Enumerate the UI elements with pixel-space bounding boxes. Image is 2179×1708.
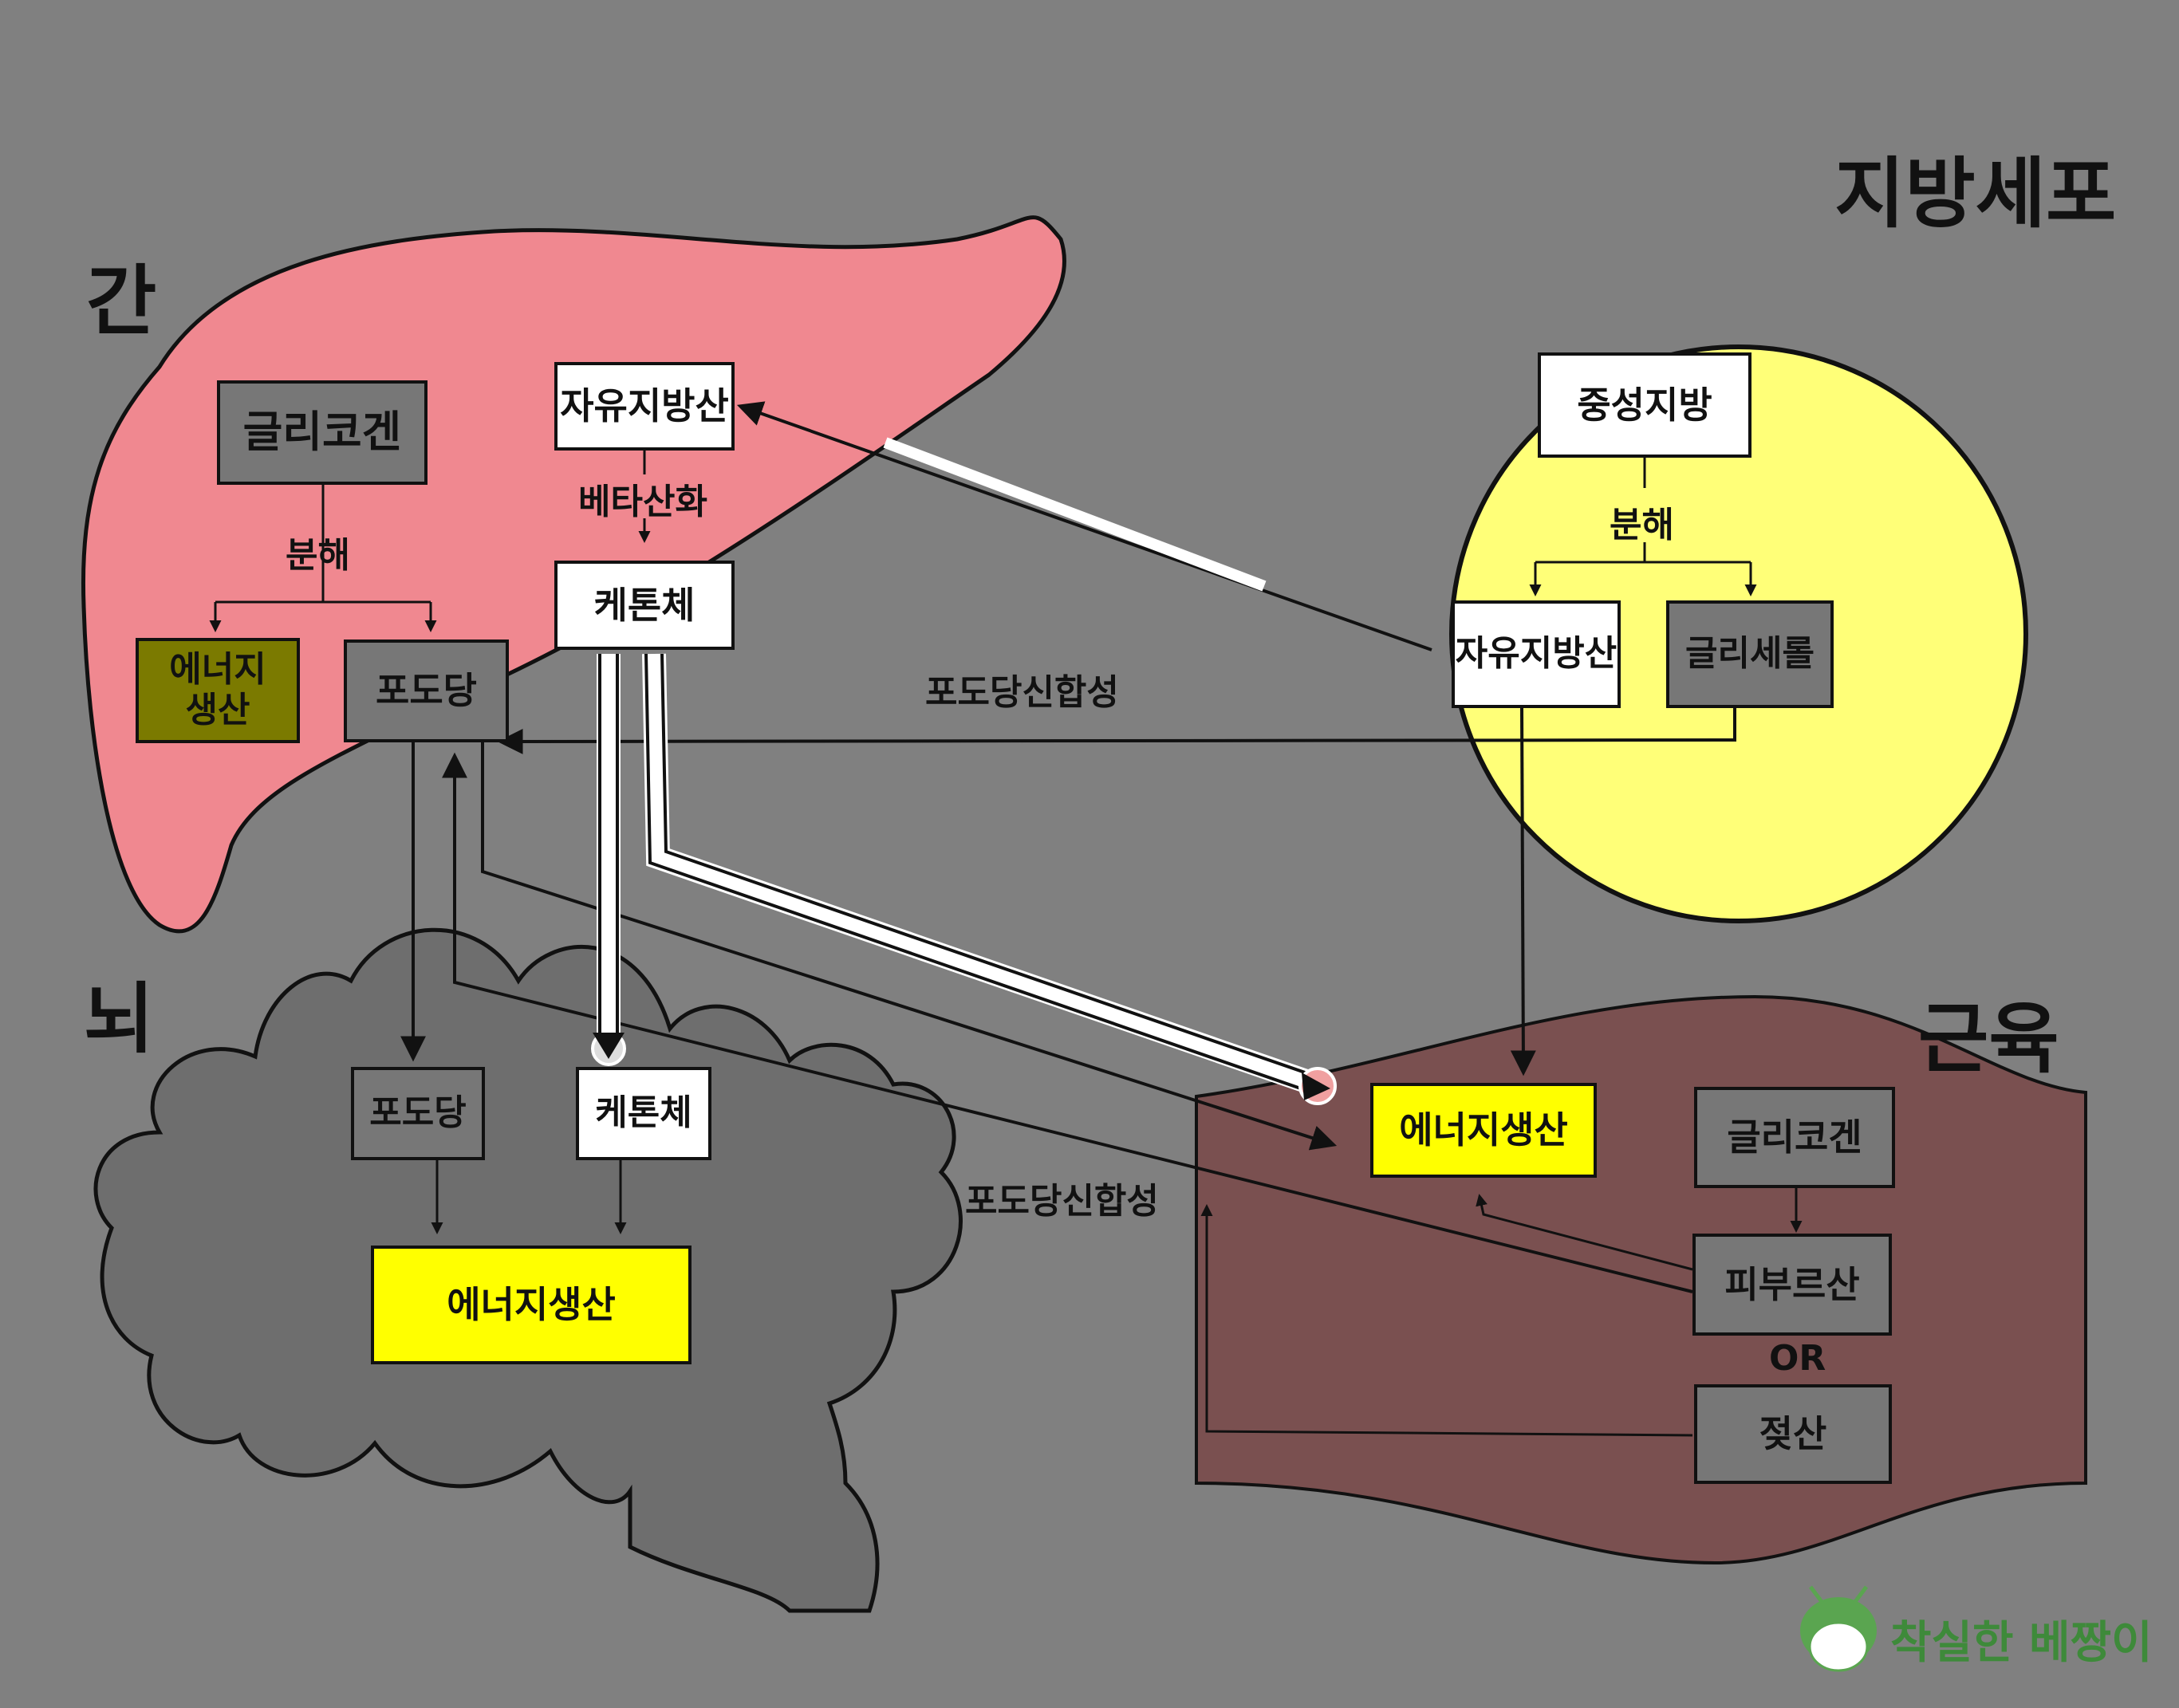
liver-ketone-box: 케톤체	[554, 561, 735, 650]
gluconeogenesis-label-bottom: 포도당신합성	[965, 1181, 1159, 1222]
arrow-ketone-to-muscle	[642, 653, 1337, 1105]
brain-connectors	[431, 1160, 627, 1234]
fat-connectors	[1529, 458, 1757, 596]
fat-triglyceride-box: 중성지방	[1538, 352, 1751, 458]
highlight-band-fat-liver	[883, 437, 1267, 592]
liver-breakdown-label: 분해	[286, 535, 350, 576]
logo-text: 착실한 베짱이	[1890, 1617, 2153, 1669]
region-title-liver: 간	[86, 257, 157, 346]
brain-glucose-box: 포도당	[351, 1067, 485, 1160]
muscle-lactate-box: 젖산	[1694, 1384, 1892, 1484]
region-title-fat-cell: 지방세포	[1834, 149, 2117, 238]
muscle-pyruvate-box: 피부르산	[1692, 1234, 1892, 1336]
region-title-muscle: 근육	[1918, 994, 2059, 1084]
liver-glucose-box: 포도당	[344, 640, 509, 742]
muscle-energy-box: 에너지생산	[1370, 1083, 1597, 1178]
arrow-ketone-to-brain	[591, 654, 626, 1066]
fat-glycerol-box: 글리세롤	[1666, 600, 1834, 708]
arrow-pyruvate-to-liver-glucose	[442, 752, 1693, 1293]
liver-connectors	[209, 451, 651, 632]
or-label: OR	[1769, 1338, 1826, 1379]
liver-energy-box: 에너지 생산	[136, 638, 300, 743]
arrow-ffa-to-liver	[736, 401, 1432, 651]
muscle-connectors	[1200, 1188, 1803, 1437]
region-title-brain: 뇌	[84, 974, 155, 1064]
liver-glycogen-box: 글리코겐	[217, 380, 428, 485]
arrow-liver-glucose-to-muscle	[481, 742, 1338, 1151]
arrow-ffa-to-muscle-energy	[1510, 707, 1536, 1076]
brain-ketone-box: 케톤체	[576, 1067, 711, 1160]
muscle-glycogen-box: 글리코겐	[1694, 1087, 1895, 1188]
liver-energy-text: 에너지 생산	[169, 649, 266, 730]
arrow-glycerol-to-glucose	[497, 700, 1736, 754]
fat-breakdown-label: 분해	[1610, 505, 1674, 545]
brain-energy-box: 에너지생산	[371, 1246, 692, 1364]
logo-mascot-icon	[1800, 1585, 1877, 1672]
beta-oxidation-label: 베타산화	[578, 482, 707, 522]
fat-ffa-box: 자유지방산	[1452, 600, 1621, 708]
liver-ffa-box: 자유지방산	[554, 362, 735, 451]
gluconeogenesis-label-top: 포도당신합성	[925, 672, 1119, 713]
